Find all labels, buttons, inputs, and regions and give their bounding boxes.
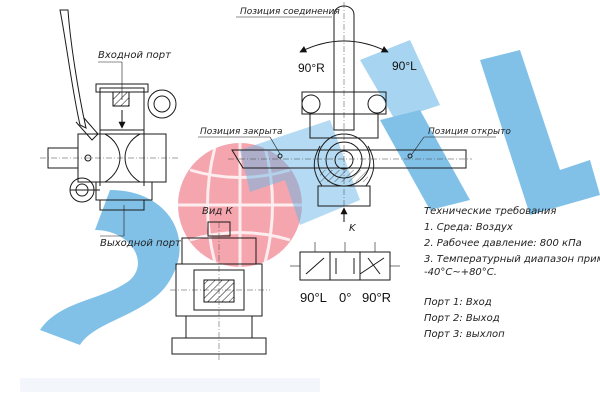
port-item: Порт 3: выхлоп [424, 329, 505, 340]
technical-requirements: Технические требования 1. Среда: Воздух … [424, 205, 600, 278]
view-k: Вид К [170, 206, 270, 360]
rotation-arc [299, 40, 389, 53]
k-marker-label: K [349, 223, 357, 234]
requirement-item: -40°С~+80°С. [424, 267, 497, 278]
switch-symbol: 90°L 0° 90°R [290, 242, 400, 305]
closed-position-label: Позиция закрыта [200, 127, 282, 137]
requirements-title: Технические требования [424, 205, 556, 217]
inlet-port-label: Входной порт [98, 50, 172, 61]
open-position-label: Позиция открыто [428, 127, 511, 137]
port-item: Порт 2: Выход [424, 313, 500, 324]
port-list: Порт 1: Вход Порт 2: Выход Порт 3: выхло… [424, 297, 505, 340]
outlet-port-label: Выходной порт [100, 238, 182, 249]
rot-left-label: 90°L [392, 59, 417, 73]
switch-right-label: 90°R [362, 290, 391, 305]
side-view: Входной порт Выходной порт [40, 9, 182, 249]
watermark-letters [40, 40, 600, 345]
horizontal-lever [231, 149, 467, 169]
handle-lever [59, 9, 87, 129]
lower-hatch [320, 170, 368, 182]
requirement-item: 2. Рабочее давление: 800 кПа [424, 237, 582, 249]
requirement-item: 3. Температурный диапазон применения: [424, 254, 600, 265]
watermark-strip [20, 378, 320, 392]
rot-right-label: 90°R [298, 61, 325, 75]
port-item: Порт 1: Вход [424, 297, 492, 308]
inlet-hatch [112, 91, 130, 107]
connection-position-label: Позиция соединения [240, 7, 340, 17]
view-k-label: Вид К [202, 206, 233, 217]
switch-left-label: 90°L [300, 290, 327, 305]
vertical-handle [333, 5, 355, 131]
switch-center-label: 0° [339, 290, 351, 305]
front-view: 90°R 90°L Позиция соединения K Позиция з… [198, 2, 511, 234]
requirement-item: 1. Среда: Воздух [424, 222, 513, 233]
